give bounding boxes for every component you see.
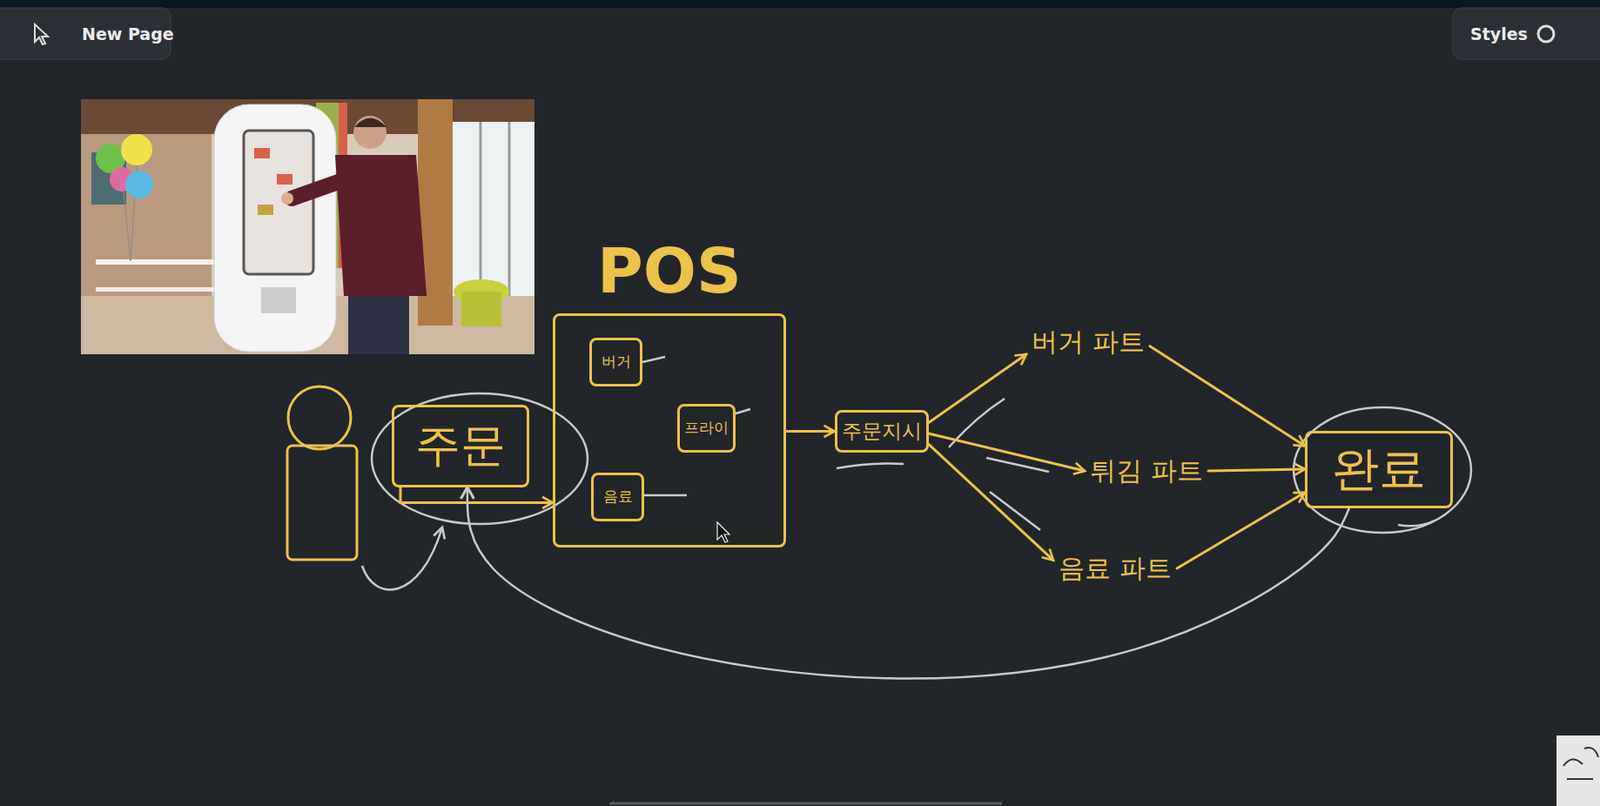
done-box: 완료 bbox=[1304, 430, 1453, 509]
box-heading: POS bbox=[555, 235, 784, 308]
top-bar bbox=[0, 0, 1600, 8]
kiosk-screen-item bbox=[276, 174, 293, 185]
balloon bbox=[125, 170, 154, 199]
person-head bbox=[353, 115, 387, 149]
annotation-stroke bbox=[836, 463, 904, 469]
photo-railing bbox=[95, 259, 218, 265]
node-label: 음료 bbox=[603, 488, 633, 506]
station-label-node: 음료 파트 bbox=[1053, 548, 1177, 590]
photo-window-bar bbox=[508, 121, 511, 296]
menu-box: 버거 bbox=[589, 337, 643, 387]
cursor-icon bbox=[34, 24, 48, 45]
annotation-stroke bbox=[732, 409, 751, 415]
annotation-stroke bbox=[1398, 520, 1435, 526]
pos-box: POS버거프라이음료 bbox=[552, 313, 787, 548]
photo-railing bbox=[95, 287, 218, 292]
return-arrow bbox=[467, 487, 1350, 679]
menu-box: 프라이 bbox=[677, 403, 736, 453]
kiosk bbox=[214, 104, 337, 352]
node-label: 튀김 파트 bbox=[1089, 456, 1204, 487]
balloon bbox=[121, 134, 153, 166]
style-icon bbox=[1538, 26, 1554, 42]
toolbar-label: New Page bbox=[81, 24, 175, 44]
highlight-loop bbox=[1293, 407, 1472, 533]
node-label: 주문 bbox=[415, 419, 506, 472]
toolbar-label: Styles bbox=[1470, 24, 1528, 44]
annotation-arrow bbox=[362, 527, 443, 590]
menu-box: 음료 bbox=[591, 472, 645, 522]
kiosk-photo bbox=[80, 99, 535, 355]
order-box: 주문 bbox=[391, 404, 530, 488]
toolbar-pill bbox=[1452, 7, 1600, 60]
flow-arrow bbox=[1208, 469, 1305, 471]
flow-arrow bbox=[400, 487, 553, 504]
person-arm bbox=[291, 178, 349, 199]
annotation-stroke bbox=[642, 356, 666, 363]
node-label: 버거 파트 bbox=[1031, 327, 1145, 358]
node-label: 버거 bbox=[601, 353, 632, 371]
avatar-sketch bbox=[1563, 747, 1599, 780]
kiosk-screen-item bbox=[254, 147, 270, 159]
kiosk-slot bbox=[261, 287, 296, 314]
mouse-cursor bbox=[717, 522, 730, 543]
person-hair bbox=[354, 118, 387, 128]
dispatch-box: 주문지시 bbox=[834, 410, 929, 453]
flow-arrow bbox=[786, 430, 835, 433]
node-label: 완료 bbox=[1331, 442, 1426, 497]
person-hand bbox=[281, 192, 294, 205]
photo-ground bbox=[80, 99, 535, 355]
station-label-node: 튀김 파트 bbox=[1084, 450, 1209, 492]
node-label: 음료 파트 bbox=[1058, 553, 1172, 585]
flow-arrow bbox=[1149, 346, 1305, 447]
flow-arrow bbox=[928, 443, 1055, 560]
stool bbox=[461, 291, 502, 327]
scroll-bar bbox=[609, 802, 1002, 806]
avatar-thumbnail bbox=[1556, 735, 1600, 806]
node-label: 프라이 bbox=[684, 419, 729, 437]
photo-window bbox=[452, 121, 535, 296]
person-jeans bbox=[348, 291, 410, 355]
annotation-stroke bbox=[644, 494, 687, 498]
kiosk-screen-item bbox=[257, 204, 274, 216]
photo-window-bar bbox=[479, 121, 483, 296]
flow-arrow bbox=[928, 354, 1028, 424]
person-head-figure bbox=[288, 386, 351, 450]
station-label-node: 버거 파트 bbox=[1026, 322, 1150, 364]
person-body-figure bbox=[287, 445, 357, 560]
node-label: 주문지시 bbox=[841, 419, 922, 443]
photo-wall bbox=[80, 134, 212, 296]
flow-arrow bbox=[1176, 492, 1305, 569]
